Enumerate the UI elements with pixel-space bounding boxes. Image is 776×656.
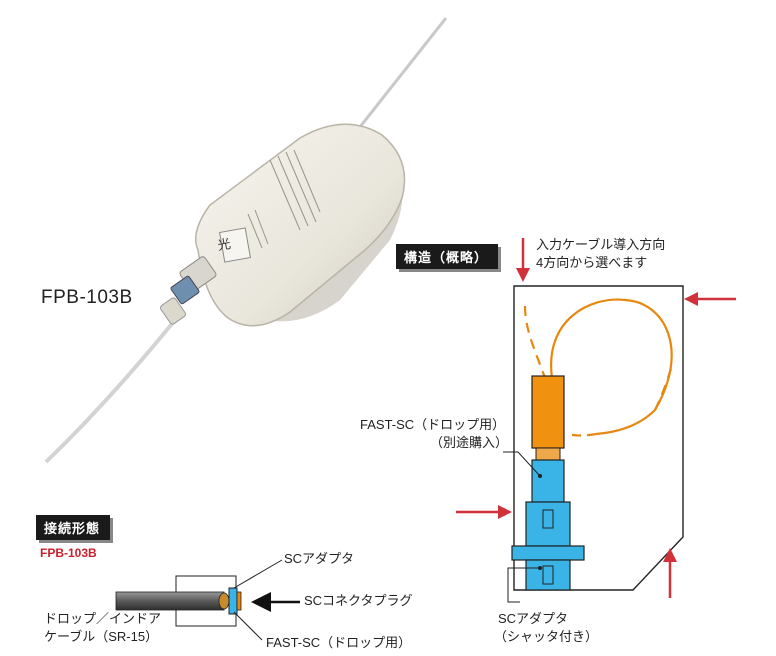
drop-cable-shape: [115, 591, 225, 611]
sc-adapter-lower: [525, 559, 571, 591]
drop-cable-label-1: ドロップ／インドア: [44, 611, 162, 626]
fast-sc-small-label: FAST-SC（ドロップ用）: [266, 635, 412, 650]
fiber-dashed-right: [654, 364, 674, 411]
device-plug-blue: [170, 275, 200, 305]
connector-blue: [228, 587, 238, 615]
input-arrows: [456, 238, 736, 598]
fast-sc-label: FAST-SC（ドロップ用）: [360, 417, 506, 432]
structure-diagram: [456, 238, 736, 603]
arrow-top: [516, 268, 530, 282]
device-face-label: 光: [216, 235, 232, 254]
connection-diagram: [115, 559, 300, 641]
fast-sc-note: （別途購入）: [430, 435, 509, 450]
sc-connector-plug-label: SCコネクタプラグ: [304, 593, 413, 608]
sc-adapter-small-label: SCアダプタ: [284, 551, 355, 566]
drop-cable-label-2: ケーブル（SR-15）: [44, 629, 159, 644]
leader-fast-sc: [503, 451, 541, 477]
input-direction-line1: 入力ケーブル導入方向: [536, 237, 666, 252]
leader-sc-adapter: [507, 567, 540, 603]
sc-adapter-slot-bottom: [542, 565, 554, 585]
arrow-left: [498, 505, 512, 519]
sc-adapter-label: SCアダプタ: [498, 611, 569, 626]
device-label-box: [219, 227, 251, 263]
bottom-cable: [44, 318, 177, 464]
connector-orange: [236, 591, 242, 611]
arrow-bottom: [663, 548, 677, 562]
device-body: [195, 123, 406, 327]
sc-plug: [531, 459, 565, 503]
fiber-dashed-lower: [567, 432, 597, 437]
arrow-right: [684, 292, 698, 306]
leader-sc-adapter-small: [233, 559, 283, 589]
device-print-lines: [247, 149, 321, 249]
sc-adapter-note: （シャッタ付き）: [494, 629, 599, 644]
cable-end: [218, 592, 230, 610]
input-direction-line2: 4方向から選べます: [536, 255, 648, 270]
connection-model: FPB-103B: [40, 546, 97, 560]
fiber-dashed-left: [523, 305, 547, 379]
product-model-label: FPB-103B: [41, 287, 133, 308]
sc-adapter-flange: [511, 545, 585, 561]
structure-heading: 構造（概略）: [396, 244, 499, 269]
device-plug-boot: [159, 297, 187, 325]
sc-adapter-upper: [525, 501, 571, 547]
fiber-loop: [549, 298, 673, 436]
leader-fast-sc-small: [233, 611, 263, 641]
connection-heading: 接続形態: [36, 515, 111, 540]
fast-sc-connector: [531, 375, 565, 449]
fast-sc-ferrule: [535, 447, 561, 461]
device-photo: [44, 17, 448, 464]
sc-adapter-slot-top: [542, 509, 554, 529]
top-cable: [354, 17, 448, 133]
